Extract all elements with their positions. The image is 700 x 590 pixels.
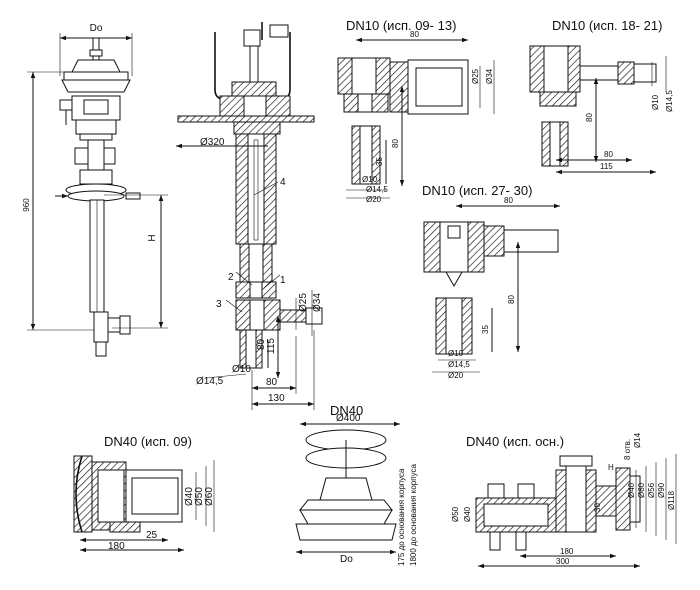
dn10b-d14-5-label: Ø14,5 [665,90,674,112]
dn10b-80-label: 80 [604,150,613,159]
title-dn40: DN40 [330,403,364,418]
section-130-label: 130 [268,393,285,404]
section-d10-label: Ø10 [232,364,251,375]
valve-section-view: Ø320 4 2 1 3 Ø25 Ø34 115 80 Ø14,5 Ø10 [176,22,323,410]
dn40-d400-label: Ø400 [336,413,361,424]
section-80-label: 80 [266,377,278,388]
dn40osn-d118-label: Ø118 [667,490,676,510]
section-callout-4: 4 [280,177,286,188]
dn10a-35-label: 35 [375,157,384,166]
section-callout-1: 1 [280,275,286,286]
left-h-label: H [147,234,158,241]
dn40-09-d50-label: Ø50 [194,487,205,506]
dn40osn-d90-label: Ø90 [657,482,666,498]
section-80v-label: 80 [256,338,267,350]
title-dn10-27-30: DN10 (исп. 27- 30) [422,183,533,198]
left-do-label: Do [90,23,103,34]
section-d34-label: Ø34 [312,293,323,312]
dn40-09-25-label: 25 [146,530,158,541]
dn10c-80-label: 80 [504,196,513,205]
dn40-175-label: 175 до основания корпуса [397,468,406,566]
dn10b-115-label: 115 [600,162,613,171]
dn40-09-d40-label: Ø40 [184,487,195,506]
dn40osn-d40r-label: Ø40 [627,482,636,498]
dn40-09-180-label: 180 [108,541,125,552]
title-dn10-18-21: DN10 (исп. 18- 21) [552,18,663,33]
dn40osn-d80-label: Ø80 [637,482,646,498]
dn40-osn-view: Ø50 Ø40 180 300 30 H Ø40 Ø80 Ø56 Ø90 Ø11… [451,432,677,569]
title-dn40-osn: DN40 (исп. осн.) [466,434,565,449]
dn40osn-h-label: H [608,463,614,472]
dn40osn-d56-label: Ø56 [647,482,656,498]
dn10a-d25-label: Ø25 [471,68,480,84]
dn40-do-label: Do [340,554,353,565]
dn10-27-30-view: 80 80 35 Ø10 Ø14,5 Ø20 [423,196,560,380]
dn40-1800-label: 1800 до основания корпуса [409,464,418,566]
dn40osn-d14-label: Ø14 [633,432,642,448]
dn10a-d10-label: Ø10 [362,175,378,184]
dn10a-80-label: 80 [410,30,419,39]
dn10a-d20-label: Ø20 [366,195,382,204]
dn40osn-180-label: 180 [560,547,574,556]
section-d25-label: Ø25 [298,293,309,312]
dn10c-35-label: 35 [481,325,490,334]
dn40-09-d60-label: Ø60 [204,487,215,506]
section-d14-5-label: Ø14,5 [196,376,224,387]
dn40osn-300-label: 300 [556,557,570,566]
title-dn40-09: DN40 (исп. 09) [104,434,192,449]
valve-exterior-view: Do 960 H [22,23,168,357]
dn40osn-d40-label: Ø40 [463,506,472,522]
dn10-09-13-view: 80 Ø25 Ø34 80 35 Ø10 Ø14,5 Ø20 [337,30,495,204]
dn40-actuator-view: Ø400 Do 175 до основания корпуса 1800 до… [295,413,418,566]
dn40osn-30-label: 30 [593,503,602,512]
section-115-label: 115 [266,338,277,354]
dn10c-d10-label: Ø10 [448,349,464,358]
dn10b-d10-label: Ø10 [651,94,660,110]
dn40-09-view: Ø40 Ø50 Ø60 25 180 [73,455,215,553]
dn40osn-holes-label: 8 отв. [623,439,632,460]
dn10-18-21-view: Ø10 Ø14,5 80 80 115 [529,45,674,175]
dn10c-d14-5-label: Ø14,5 [448,360,470,369]
section-d320-label: Ø320 [200,137,225,148]
title-dn10-09-13: DN10 (исп. 09- 13) [346,18,457,33]
dn10a-80v-label: 80 [391,139,400,148]
dn10a-d34-label: Ø34 [485,68,494,84]
dn10b-80v-label: 80 [585,113,594,122]
left-960-label: 960 [22,198,31,212]
dn10c-d20-label: Ø20 [448,371,464,380]
dn10c-80v-label: 80 [507,295,516,304]
section-callout-3: 3 [216,299,222,310]
dn10a-d14-5-label: Ø14,5 [366,185,388,194]
dn40osn-d50-label: Ø50 [451,506,460,522]
section-callout-2: 2 [228,272,234,283]
